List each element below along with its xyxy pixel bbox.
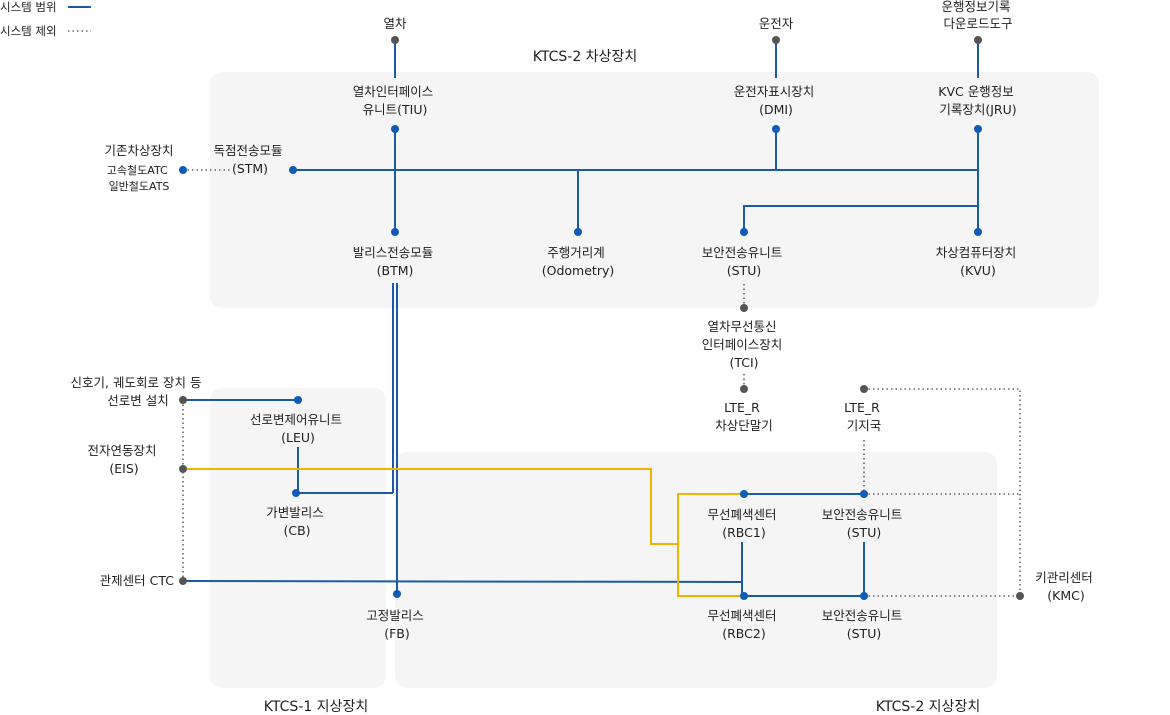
stm-label: 독점전송모듈 (STM) (214, 143, 287, 176)
stu1-label: 보안전송유니트 (STU) (822, 507, 907, 540)
kmc-label: 키관리센터 (KMC) (1035, 570, 1097, 603)
lte-terminal-dot (740, 385, 748, 393)
tci-dot (740, 304, 748, 312)
rbc1-dot (740, 490, 748, 498)
cb-dot (292, 489, 300, 497)
cb-label: 가변발리스 (CB) (266, 505, 328, 538)
stu-onboard-label: 보안전송유니트 (STU) (702, 245, 787, 278)
rbc1-label: 무선폐색센터 (RBC1) (708, 507, 781, 540)
eis-label: 전자연동장치 (EIS) (88, 443, 161, 476)
ctc-dot (179, 577, 187, 585)
lte-station-dot (860, 385, 868, 393)
leu-dot (294, 396, 302, 404)
eis-rbc-connection (183, 468, 744, 545)
legacy-sub-label: 고속철도ATC 일반철도ATS (107, 164, 171, 193)
stu2-dot (860, 592, 868, 600)
stu2-label: 보안전송유니트 (STU) (822, 608, 907, 641)
stm-dot (289, 166, 297, 174)
signal-dot (179, 396, 187, 404)
jru-dot (974, 125, 982, 133)
panel-ktcs2-wayside (395, 452, 997, 688)
lte-terminal-label: LTE_R 차상단말기 (715, 400, 773, 433)
eis-rbc2-connection (677, 544, 744, 597)
eis-dot (179, 465, 187, 473)
legend-in-scope-label: 시스템 범위 (0, 0, 57, 14)
train-label: 열차 (383, 16, 407, 31)
group-title-ktcs1-wayside: KTCS-1 지상장치 (264, 699, 368, 715)
driver-label: 운전자 (759, 16, 794, 31)
ctc-label: 관제센터 CTC (100, 573, 175, 588)
tiu-dot (391, 125, 399, 133)
tiu-label: 열차인터페이스 유니트(TIU) (353, 84, 438, 117)
kvu-label: 차상컴퓨터장치 (KVU) (936, 245, 1021, 278)
lte-station-label: LTE_R 기지국 (844, 400, 884, 433)
leu-label: 선로변제어유니트 (LEU) (250, 412, 346, 445)
odometry-label: 주행거리계 (Odometry) (542, 245, 614, 278)
group-title-ktcs2-wayside: KTCS-2 지상장치 (876, 699, 980, 715)
fb-dot (393, 590, 401, 598)
dmi-dot (772, 125, 780, 133)
odometry-dot (574, 228, 582, 236)
in-scope-connections (182, 40, 979, 597)
dmi-label: 운전자표시장치 (DMI) (734, 84, 819, 117)
out-scope-connections (182, 169, 1021, 597)
rbc2-dot (740, 592, 748, 600)
btm-dot (391, 228, 399, 236)
driver-dot (772, 36, 780, 44)
legacy-dot (179, 166, 187, 174)
train-dot (391, 36, 399, 44)
kvu-dot (974, 228, 982, 236)
node-dots (179, 36, 1024, 600)
stu1-dot (860, 490, 868, 498)
btm-label: 발리스전송모듈 (BTM) (353, 245, 438, 278)
stu-onboard-dot (740, 228, 748, 236)
jru-tool-label: 운행정보기록 다운로드도구 (942, 0, 1015, 31)
legend-out-scope-label: 시스템 제외 (0, 24, 57, 38)
jru-tool-dot (974, 36, 982, 44)
signal-label: 신호기, 궤도회로 장치 등 선로변 설치 (71, 375, 206, 408)
kmc-dot (1016, 592, 1024, 600)
tci-label: 열차무선통신 인터페이스장치 (TCI) (702, 319, 787, 370)
fb-label: 고정발리스 (FB) (366, 608, 428, 641)
rbc2-label: 무선폐색센터 (RBC2) (708, 608, 781, 641)
legacy-label: 기존차상장치 (104, 143, 173, 158)
panel-ktcs2-onboard (210, 72, 1099, 308)
panel-ktcs1-wayside (210, 388, 386, 688)
jru-label: KVC 운행정보 기록장치(JRU) (938, 84, 1017, 117)
group-title-ktcs2-onboard: KTCS-2 차상장치 (533, 49, 637, 65)
